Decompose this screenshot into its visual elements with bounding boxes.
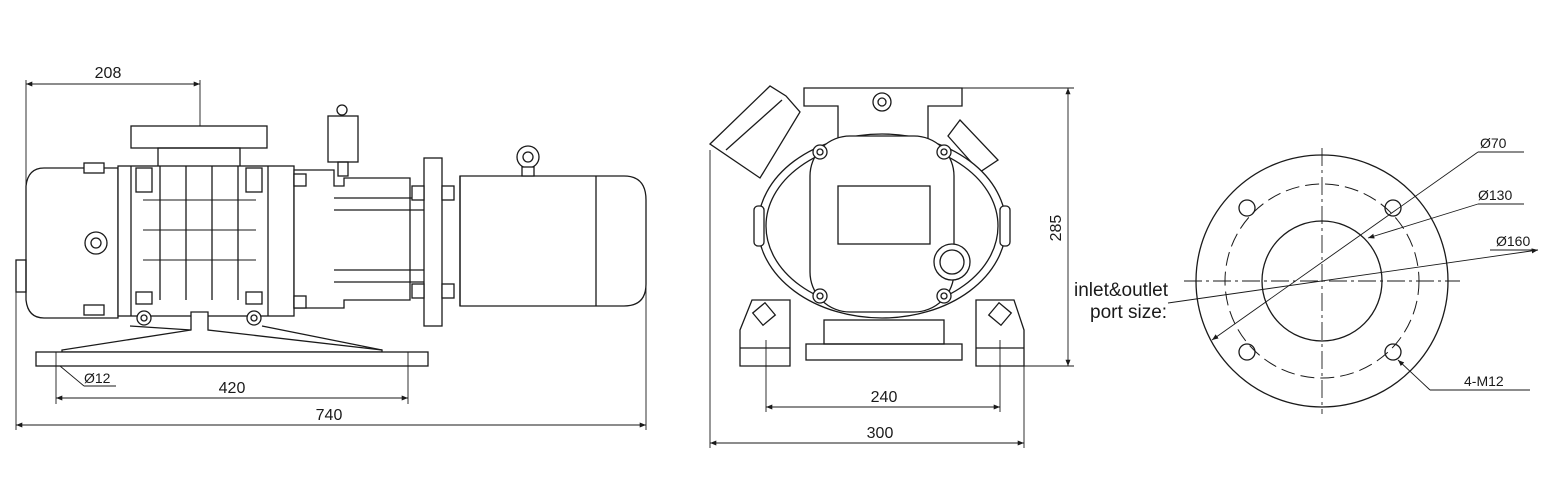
- end-cap: [25, 167, 119, 319]
- front-view: 285 240 300: [708, 85, 1074, 448]
- right-foot: [975, 299, 1025, 367]
- nameplate: [837, 185, 931, 245]
- body-ribs: [130, 166, 269, 316]
- port-label-line2: port size:: [1090, 302, 1167, 323]
- motor-flange: [423, 157, 443, 327]
- dim-208: 208: [95, 65, 122, 82]
- dim-130: Ø130: [1478, 187, 1512, 203]
- gear-housing: [293, 169, 411, 309]
- dim-160: Ø160: [1496, 233, 1530, 249]
- drain-plug: [15, 259, 27, 293]
- dim-300: 300: [867, 425, 894, 442]
- mount-bolts: [136, 310, 262, 326]
- dim-240: 240: [871, 389, 898, 406]
- angled-inlet: [708, 85, 801, 179]
- dim-70: Ø70: [1480, 135, 1507, 151]
- dim-420: 420: [219, 380, 246, 397]
- cover-bolts: [812, 144, 952, 304]
- coupling-shaft: [334, 197, 424, 283]
- drain-port: [933, 243, 971, 281]
- base-plate: [35, 351, 429, 367]
- pump-body: [117, 165, 295, 317]
- port-label-line1: inlet&outlet: [1074, 280, 1169, 301]
- flange-view: Ø70 Ø130 Ø160 4-M12 inlet&outlet port si…: [1074, 135, 1539, 414]
- motor-body: [459, 175, 647, 307]
- dim-740: 740: [316, 407, 343, 424]
- dim-bolts: 4-M12: [1464, 373, 1504, 389]
- dim-foot-hole: Ø12: [84, 370, 111, 386]
- oil-sight-cup: [327, 104, 359, 177]
- lifting-eye-icon: [516, 145, 540, 177]
- left-foot: [739, 299, 791, 367]
- bolt-holes: [1238, 199, 1402, 361]
- side-view: 208 Ø12 420 740: [15, 65, 647, 430]
- base-block: [805, 343, 963, 361]
- end-cap-boss: [84, 231, 108, 255]
- inlet-flange: [130, 125, 268, 149]
- dim-285: 285: [1048, 215, 1065, 242]
- front-cover: [809, 135, 955, 313]
